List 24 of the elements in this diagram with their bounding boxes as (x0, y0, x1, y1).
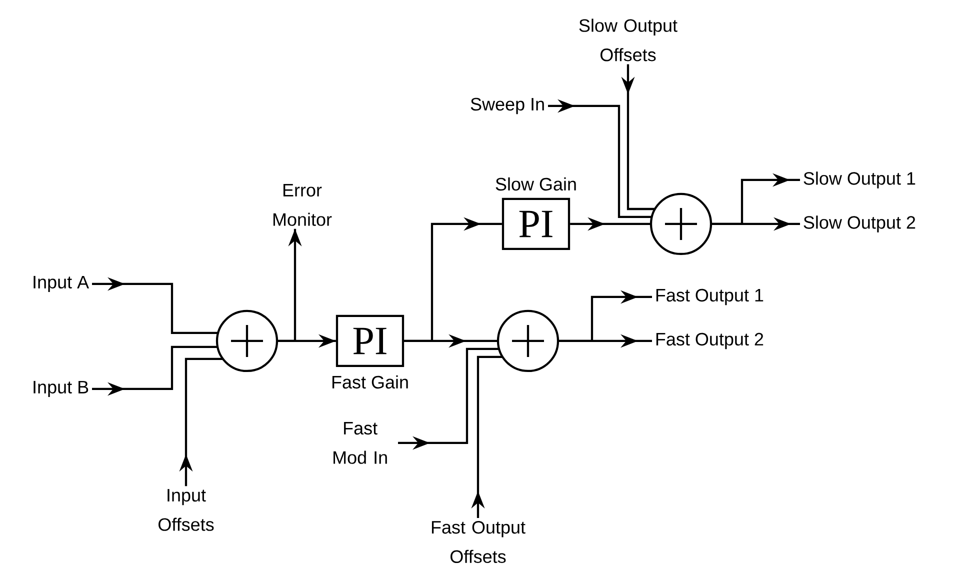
signal-label: Fast Output 2 (656, 332, 764, 350)
signal-label: Slow Output Offsets (579, 18, 678, 62)
pi-controller-box: PI (336, 314, 404, 368)
signal-arrow (179, 358, 223, 486)
signal-label: Slow Output 2 (804, 216, 916, 232)
gain-label: Fast Gain (332, 375, 408, 389)
summing-junction (650, 192, 712, 256)
signal-label: Error Monitor (273, 184, 332, 226)
signal-label: Sweep In (470, 98, 544, 114)
signal-arrow (92, 277, 218, 334)
signal-arrow (404, 217, 502, 342)
summing-junction (216, 310, 278, 372)
signal-label: Input Offsets (158, 489, 214, 531)
signal-label: Fast Mod In (334, 422, 387, 464)
signal-label: Fast Output 1 (656, 288, 764, 306)
signal-arrow (471, 356, 503, 518)
summing-junction (496, 310, 560, 372)
signal-label: Fast Output Offsets (432, 520, 526, 564)
pi-controller-box: PI (502, 198, 570, 250)
signal-arrow (548, 99, 652, 218)
gain-label: Slow Gain (496, 177, 576, 191)
signal-label: Input A (34, 276, 90, 292)
signal-label: Input B (34, 380, 88, 398)
signal-label: Slow Output 1 (804, 172, 916, 188)
